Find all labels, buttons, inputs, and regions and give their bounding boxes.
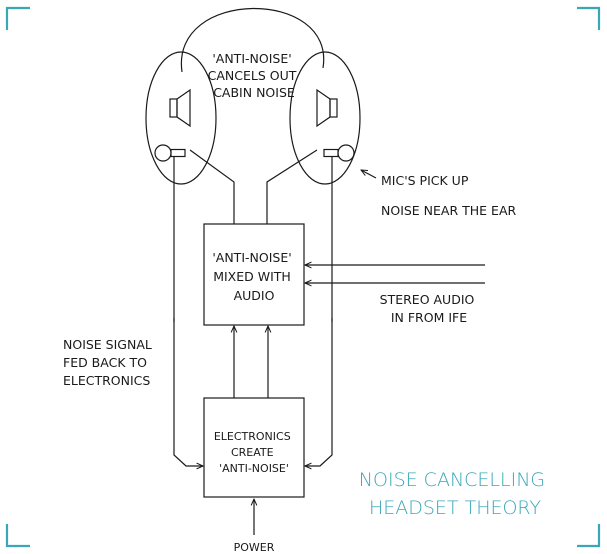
headband-label: 'ANTI-NOISE' CANCELS OUT CABIN NOISE <box>208 51 301 100</box>
left-ear-cup <box>145 51 217 185</box>
right-ear-cup <box>289 51 361 185</box>
mic-label: MIC'S PICK UP NOISE NEAR THE EAR <box>381 173 516 218</box>
right-mic-feedback-line <box>305 157 333 466</box>
mic-callout-arrow <box>361 170 377 179</box>
power-label: POWER <box>234 541 275 554</box>
electronics-box <box>203 397 305 498</box>
feedback-label: NOISE SIGNAL FED BACK TO ELECTRONICS <box>63 337 156 388</box>
left-speaker-icon <box>169 88 191 128</box>
right-microphone-icon <box>323 144 355 162</box>
stereo-audio-label: STEREO AUDIO IN FROM IFE <box>380 292 479 325</box>
headband <box>180 7 325 73</box>
corner-brackets <box>5 6 601 548</box>
right-speaker-wire <box>266 149 318 224</box>
left-speaker-wire <box>189 149 235 224</box>
diagram-title: NOISE CANCELLING HEADSET THEORY <box>359 469 551 519</box>
mixer-label: 'ANTI-NOISE' MIXED WITH AUDIO <box>212 250 295 303</box>
mixer-box <box>203 223 305 326</box>
left-mic-feedback-line <box>173 157 203 466</box>
left-microphone-icon <box>154 144 186 162</box>
right-speaker-icon <box>316 88 338 128</box>
electronics-label: ELECTRONICS CREATE 'ANTI-NOISE' <box>214 430 294 475</box>
